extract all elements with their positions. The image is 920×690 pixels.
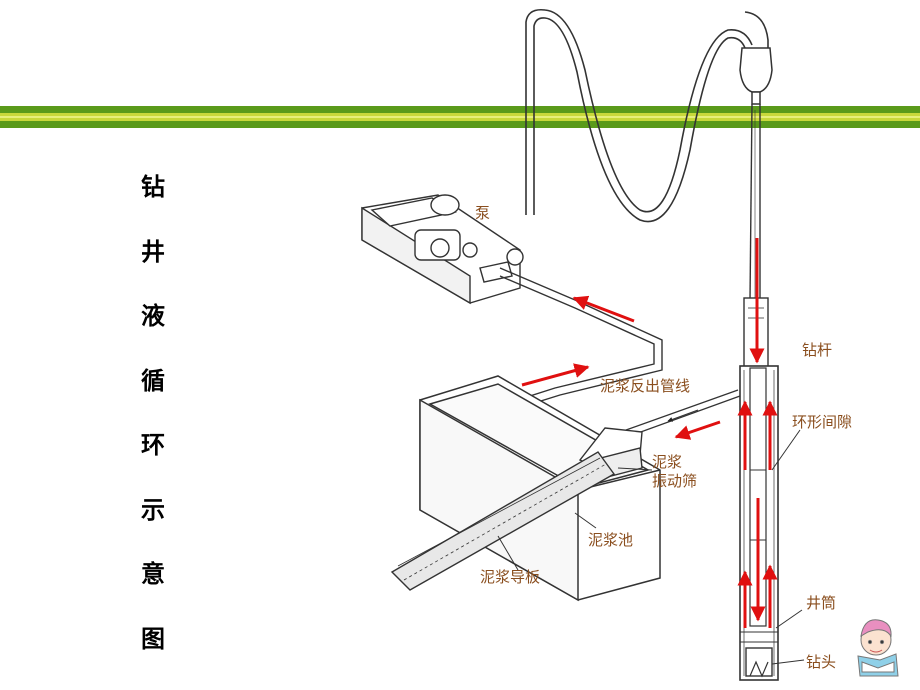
leader-lines <box>497 409 805 665</box>
flow-arrows-surface <box>521 295 721 440</box>
flow-arrows-well <box>737 238 778 628</box>
label-mud-pit: 泥浆池 <box>588 531 633 549</box>
mud-pump <box>361 194 524 305</box>
title-char: 示 <box>141 494 165 524</box>
label-drill-bit: 钻头 <box>806 653 836 671</box>
mud-hose <box>525 8 769 223</box>
title-char: 液 <box>141 301 165 330</box>
title-char: 环 <box>141 430 165 459</box>
title-char: 钻 <box>141 172 165 201</box>
label-drill-pipe: 钻杆 <box>802 341 832 359</box>
label-mud-chute: 泥浆导板 <box>480 568 540 586</box>
title-char: 图 <box>141 623 165 653</box>
label-return-line: 泥浆反出管线 <box>600 377 690 395</box>
pump-to-pit-line <box>479 267 663 421</box>
swivel <box>739 47 773 105</box>
mud-chute <box>390 451 616 591</box>
title-stripe <box>0 106 920 128</box>
label-annulus: 环形间隙 <box>792 413 852 431</box>
title-char: 井 <box>141 236 165 266</box>
title-char: 意 <box>141 559 165 588</box>
label-shaker-line2: 振动筛 <box>652 472 697 490</box>
cartoon-child-reading-icon <box>857 619 899 677</box>
vertical-title: 钻 井 液 循 环 示 意 图 <box>128 172 178 688</box>
label-pump: 泵 <box>475 204 490 222</box>
title-char: 循 <box>141 365 165 395</box>
label-shaker-line1: 泥浆 <box>652 453 682 471</box>
label-wellbore: 井筒 <box>806 594 836 612</box>
